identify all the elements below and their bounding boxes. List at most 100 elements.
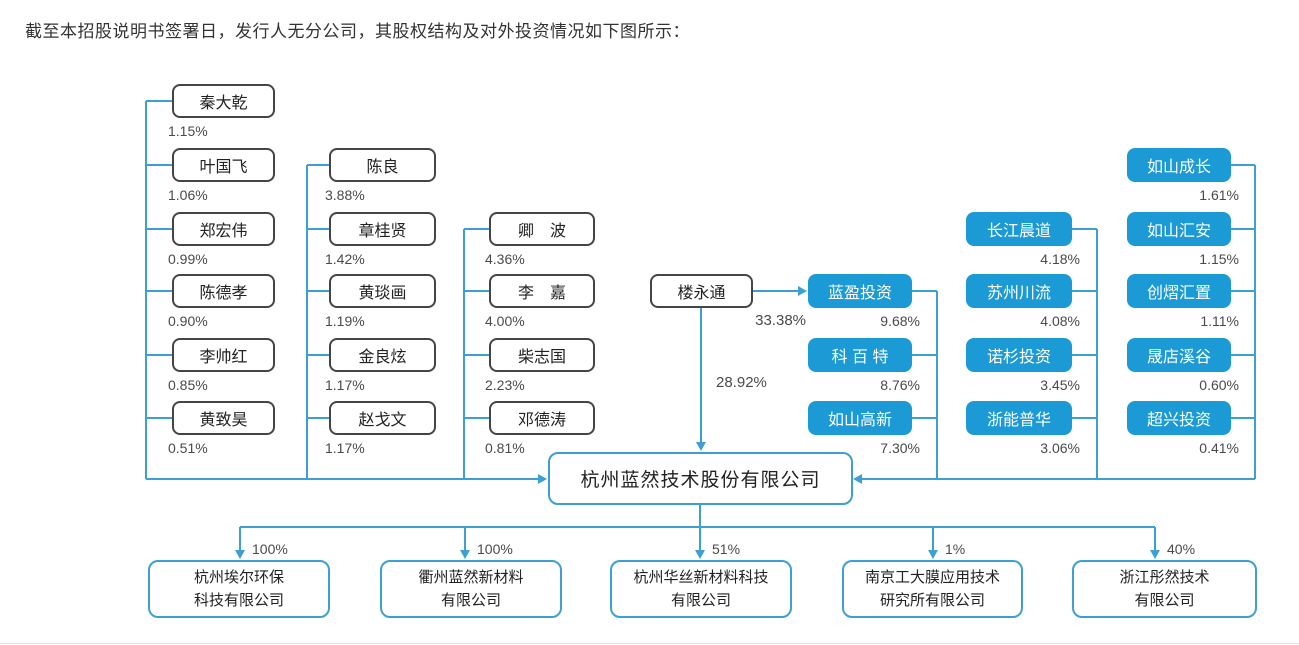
shareholder-box: 黄致昊 bbox=[172, 401, 275, 435]
shareholder-collector-line bbox=[306, 165, 308, 479]
shareholder-stub-line bbox=[1231, 354, 1255, 356]
ownership-pct-label: 9.68% bbox=[880, 313, 920, 329]
subsidiary-name-line: 科技有限公司 bbox=[193, 592, 284, 609]
shareholder-stub-line bbox=[464, 417, 489, 419]
arrowhead-down-icon bbox=[1150, 550, 1160, 559]
ownership-pct-label: 7.30% bbox=[880, 440, 920, 456]
subsidiary-name-line: 杭州埃尔环保 bbox=[193, 568, 284, 586]
subsidiary-name-line: 杭州华丝新材料科技 bbox=[633, 568, 769, 586]
ownership-pct-label: 1.42% bbox=[325, 251, 365, 267]
shareholder-box: 柴志国 bbox=[489, 338, 595, 372]
subsidiary-drop-line bbox=[699, 527, 701, 552]
shareholder-stub-line bbox=[307, 228, 329, 230]
ownership-pct-label: 0.81% bbox=[485, 440, 525, 456]
shareholder-stub-line bbox=[307, 417, 329, 419]
subsidiary-drop-line bbox=[239, 527, 241, 552]
chairman-to-company-line bbox=[700, 308, 702, 444]
arrowhead-down-icon bbox=[696, 442, 706, 451]
shareholder-box: 金良炫 bbox=[329, 338, 436, 372]
shareholder-box: 郑宏伟 bbox=[172, 212, 275, 246]
shareholder-stub-line bbox=[464, 290, 489, 292]
ownership-pct-label: 4.36% bbox=[485, 251, 525, 267]
shareholder-collector-line bbox=[1254, 165, 1256, 479]
arrowhead-down-icon bbox=[928, 550, 938, 559]
ownership-pct-label: 4.00% bbox=[485, 313, 525, 329]
shareholder-box: 李帅红 bbox=[172, 338, 275, 372]
chairman-direct-pct-label: 28.92% bbox=[716, 374, 767, 391]
subsidiary-bus-line bbox=[240, 526, 1155, 528]
shareholder-box: 蓝盈投资 bbox=[808, 274, 912, 308]
arrowhead-down-icon bbox=[695, 550, 705, 559]
shareholder-stub-line bbox=[1231, 228, 1255, 230]
subsidiary-name-line: 浙江彤然技术 bbox=[1119, 568, 1210, 586]
shareholder-stub-line bbox=[1072, 417, 1097, 419]
subsidiary-pct-label: 100% bbox=[477, 541, 513, 557]
shareholder-stub-line bbox=[146, 228, 172, 230]
shareholder-stub-line bbox=[1072, 228, 1097, 230]
subsidiary-pct-label: 100% bbox=[252, 541, 288, 557]
shareholder-box: 黄琰画 bbox=[329, 274, 436, 308]
arrowhead-left-icon bbox=[853, 474, 862, 484]
ownership-pct-label: 3.06% bbox=[1040, 440, 1080, 456]
shareholder-box: 秦大乾 bbox=[172, 84, 275, 118]
shareholder-box: 李 嘉 bbox=[489, 274, 595, 308]
ownership-pct-label: 0.41% bbox=[1199, 440, 1239, 456]
shareholder-stub-line bbox=[464, 354, 489, 356]
shareholder-stub-line bbox=[307, 354, 329, 356]
shareholder-box: 陈德孝 bbox=[172, 274, 275, 308]
ownership-pct-label: 1.17% bbox=[325, 377, 365, 393]
ownership-pct-label: 0.51% bbox=[168, 440, 208, 456]
shareholder-collector-line bbox=[1096, 229, 1098, 479]
subsidiary-box: 浙江彤然技术有限公司 bbox=[1072, 560, 1257, 618]
shareholder-stub-line bbox=[912, 417, 937, 419]
shareholder-box: 长江晨道 bbox=[966, 212, 1072, 246]
subsidiary-name-line: 研究所有限公司 bbox=[879, 592, 985, 609]
shareholder-box: 诺杉投资 bbox=[966, 338, 1072, 372]
shareholder-stub-line bbox=[912, 290, 937, 292]
subsidiary-pct-label: 51% bbox=[712, 541, 741, 557]
ownership-pct-label: 1.06% bbox=[168, 187, 208, 203]
shareholder-stub-line bbox=[1231, 417, 1255, 419]
chairman-to-lanying-line bbox=[753, 290, 800, 292]
ownership-pct-label: 2.23% bbox=[485, 377, 525, 393]
left-collector-line bbox=[146, 478, 540, 480]
ownership-pct-label: 1.17% bbox=[325, 440, 365, 456]
page-bottom-divider bbox=[0, 643, 1299, 644]
shareholder-stub-line bbox=[1072, 354, 1097, 356]
ownership-pct-label: 1.61% bbox=[1199, 187, 1239, 203]
shareholder-stub-line bbox=[1231, 290, 1255, 292]
subsidiary-name-line: 衢州蓝然新材料 bbox=[418, 568, 524, 586]
ownership-pct-label: 0.85% bbox=[168, 377, 208, 393]
shareholder-box: 赵戈文 bbox=[329, 401, 436, 435]
shareholder-box: 浙能普华 bbox=[966, 401, 1072, 435]
subsidiary-name-line: 有限公司 bbox=[440, 592, 501, 609]
subsidiary-box: 杭州华丝新材料科技有限公司 bbox=[610, 560, 792, 618]
shareholder-stub-line bbox=[912, 354, 937, 356]
subsidiary-name-line: 南京工大膜应用技术 bbox=[864, 568, 1000, 586]
shareholder-box: 叶国飞 bbox=[172, 148, 275, 182]
shareholder-box: 邓德涛 bbox=[489, 401, 595, 435]
arrowhead-down-icon bbox=[460, 550, 470, 559]
subsidiary-box: 衢州蓝然新材料有限公司 bbox=[380, 560, 562, 618]
arrowhead-right-icon bbox=[538, 474, 547, 484]
chairman-to-lanying-pct-label: 33.38% bbox=[755, 312, 806, 329]
intro-text: 截至本招股说明书签署日，发行人无分公司，其股权结构及对外投资情况如下图所示： bbox=[25, 22, 690, 41]
shareholder-stub-line bbox=[146, 290, 172, 292]
right-collector-line bbox=[862, 478, 1255, 480]
shareholder-box: 如山汇安 bbox=[1127, 212, 1231, 246]
ownership-pct-label: 0.99% bbox=[168, 251, 208, 267]
ownership-pct-label: 1.15% bbox=[168, 123, 208, 139]
ownership-pct-label: 4.08% bbox=[1040, 313, 1080, 329]
shareholder-collector-line bbox=[936, 291, 938, 479]
ownership-pct-label: 0.60% bbox=[1199, 377, 1239, 393]
arrowhead-right-icon bbox=[798, 286, 807, 296]
shareholder-box: 如山高新 bbox=[808, 401, 912, 435]
shareholder-stub-line bbox=[146, 100, 172, 102]
shareholder-stub-line bbox=[146, 417, 172, 419]
ownership-pct-label: 4.18% bbox=[1040, 251, 1080, 267]
subsidiary-pct-label: 1% bbox=[945, 541, 966, 557]
subsidiary-drop-line bbox=[1154, 527, 1156, 552]
shareholder-box: 创熠汇置 bbox=[1127, 274, 1231, 308]
